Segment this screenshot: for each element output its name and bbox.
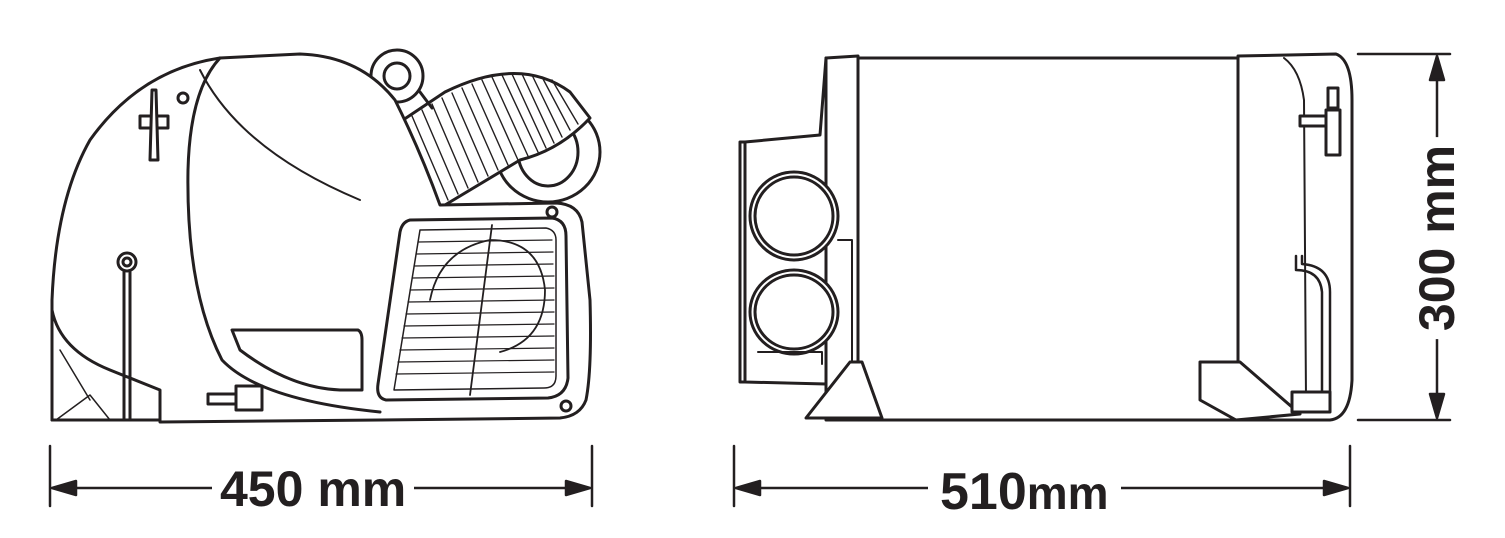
round-ports: [748, 170, 840, 356]
corrugated-hose: [398, 72, 592, 210]
arrowhead-left-end: [564, 479, 592, 497]
vent-grille: [376, 205, 573, 413]
dimension-label-right-width: 510mm: [928, 466, 1121, 518]
dimension-label-left-width: 450 mm: [212, 464, 415, 514]
dimension-label-right-height: 300 mm: [1409, 136, 1465, 340]
dimension-value-right-width: 510: [940, 463, 1027, 521]
right-valve: [1298, 86, 1342, 157]
arrowhead-height-bottom: [1428, 392, 1446, 420]
arrowhead-right-end: [1322, 479, 1350, 497]
arrowhead-height-top: [1428, 54, 1446, 82]
dimension-unit-right-width: mm: [1026, 467, 1109, 519]
side-view-unit: [50, 48, 602, 424]
arrowhead-right-start: [734, 479, 762, 497]
front-view-unit: [738, 52, 1354, 422]
arrowhead-left-start: [50, 479, 78, 497]
